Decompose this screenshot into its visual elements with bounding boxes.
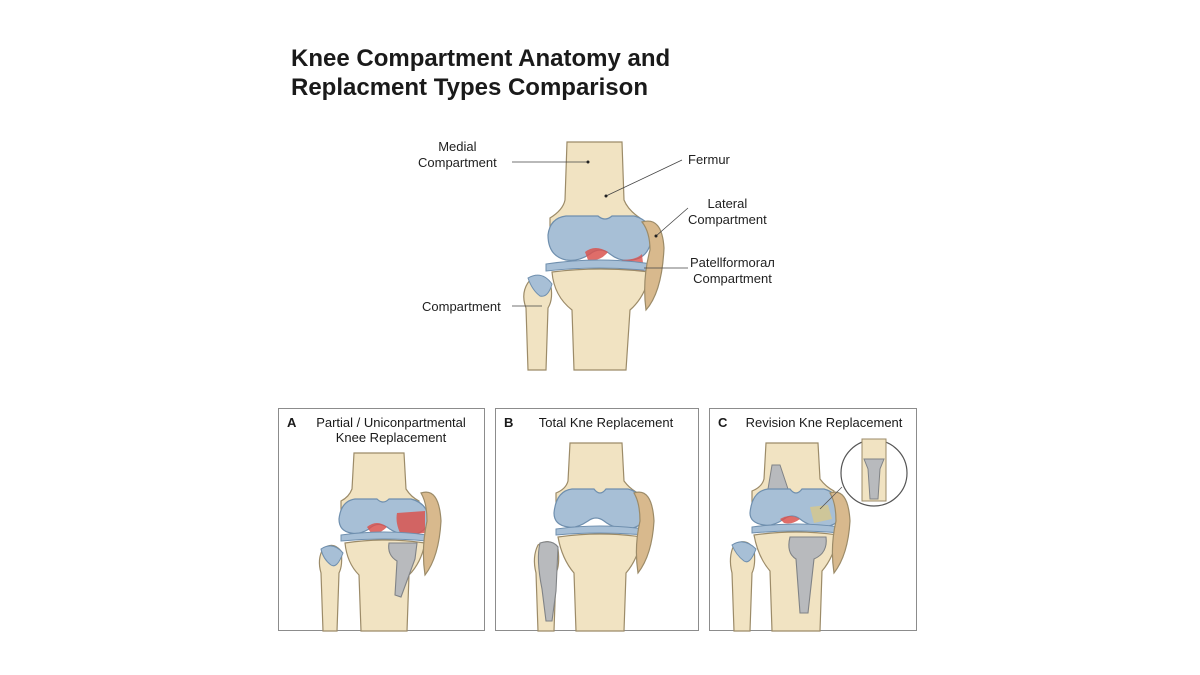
panel-total-replacement: B Total Kne Replacement bbox=[495, 408, 699, 631]
tibia-bone bbox=[552, 269, 650, 370]
main-knee-diagram: Medial Compartment Fermur Lateral Compar… bbox=[400, 130, 800, 380]
leader-lateral-dot bbox=[655, 235, 658, 238]
panel-c-letter: C bbox=[718, 415, 727, 430]
tibia-bone bbox=[558, 534, 642, 631]
title-line-2: Replacment Types Comparison bbox=[291, 73, 670, 102]
label-compartment: Compartment bbox=[422, 299, 501, 315]
revision-knee-illustration bbox=[710, 409, 918, 632]
label-patellofemoral-compartment: Patellformorал Compartment bbox=[690, 255, 775, 287]
label-medial-compartment: Medial Compartment bbox=[418, 139, 497, 171]
patella bbox=[421, 492, 441, 575]
lateral-damage bbox=[397, 511, 426, 535]
leader-femur-dot bbox=[605, 195, 608, 198]
page-title: Knee Compartment Anatomy and Replacment … bbox=[291, 44, 670, 102]
panel-a-title: Partial / Uniconpartmental Knee Replacem… bbox=[303, 415, 479, 445]
panel-partial-replacement: A Partial / Uniconpartmental Knee Replac… bbox=[278, 408, 485, 631]
label-femur: Fermur bbox=[688, 152, 730, 168]
label-lateral-compartment: Lateral Compartment bbox=[688, 196, 767, 228]
title-line-1: Knee Compartment Anatomy and bbox=[291, 44, 670, 73]
panel-c-title: Revision Kne Replacement bbox=[734, 415, 914, 430]
panel-revision-replacement: C Revision Kne Replacement bbox=[709, 408, 917, 631]
panel-a-letter: A bbox=[287, 415, 296, 430]
femoral-cartilage bbox=[554, 489, 646, 529]
panel-b-letter: B bbox=[504, 415, 513, 430]
leader-medial-dot bbox=[587, 161, 590, 164]
panel-b-title: Total Kne Replacement bbox=[520, 415, 692, 430]
leader-lateral bbox=[656, 208, 688, 236]
total-knee-illustration bbox=[496, 409, 700, 632]
